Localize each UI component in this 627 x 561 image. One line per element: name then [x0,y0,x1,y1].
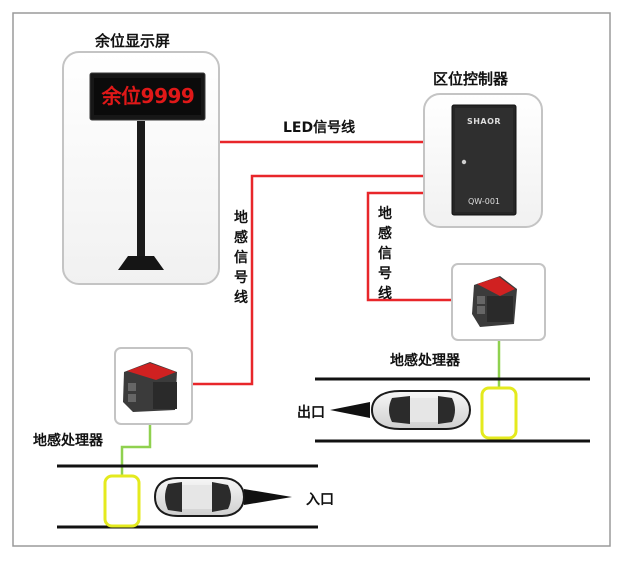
entrance-lane [57,464,318,529]
car-exit [370,390,472,430]
controller-brand: SHAOR [466,117,502,126]
signal-lines [192,140,452,386]
exit-label: 出口 [297,405,325,421]
controller-model: QW-001 [467,197,501,206]
diagram-border [12,12,611,547]
zone-controller-label: 区位控制器 [433,70,509,88]
entrance-label: 入口 [306,492,334,508]
left-signal-line-label: 地感信号线 [234,210,248,306]
bottom-processor-label: 地感处理器 [33,433,103,449]
controller-lock-icon [461,159,467,165]
display-base [118,256,164,270]
display-screen-panel [62,51,220,285]
right-sensor-signal-line [366,191,452,302]
entrance-sensor-loop [103,474,141,528]
left-sensor-signal-line [192,174,424,386]
car-entrance [153,477,246,517]
exit-sensor-loop [480,386,518,440]
right-signal-line-label: 地感信号线 [378,206,392,302]
zone-controller-panel [423,93,543,228]
led-signal-line-label: LED信号线 [283,120,356,136]
led-display-text: 余位9999 [101,84,195,108]
display-screen-label: 余位显示屏 [95,32,171,50]
bottom-processor-line [120,424,152,476]
exit-arrow [330,402,370,418]
display-pole [137,121,145,256]
processor-top-right [451,263,546,341]
top-processor-label: 地感处理器 [390,353,460,369]
entrance-arrow [244,489,292,505]
exit-lane [315,377,590,443]
processor-bottom-left [114,347,193,425]
